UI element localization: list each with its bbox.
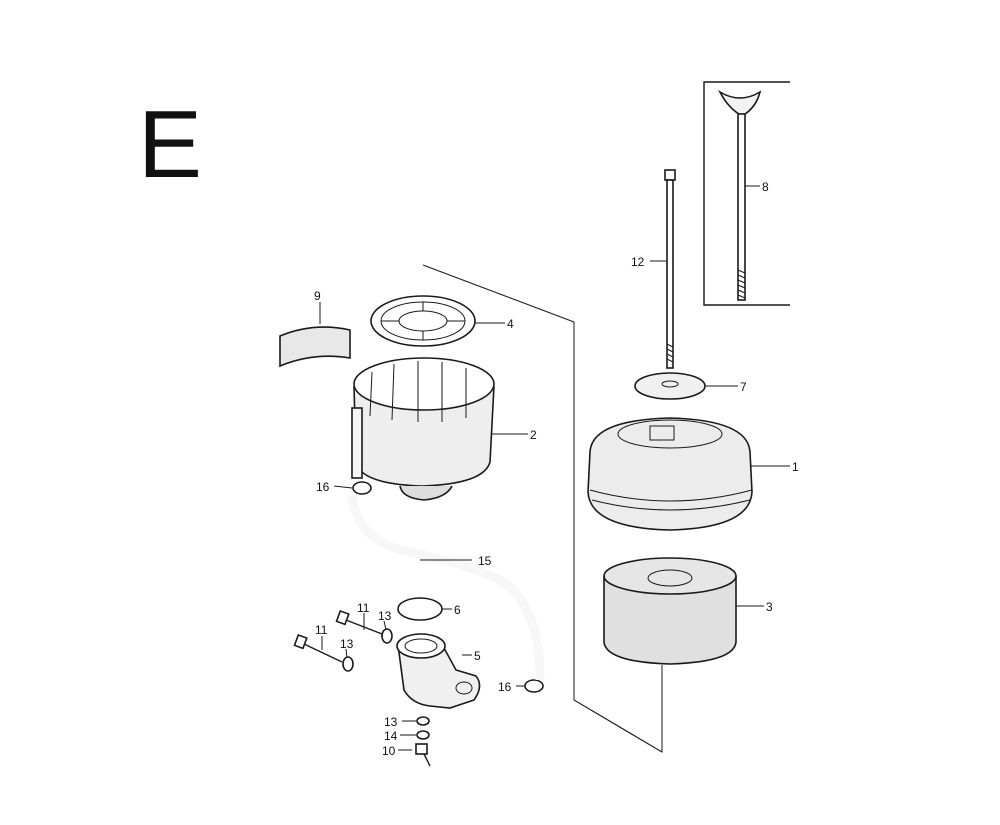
callout-13-upper: 13 <box>378 609 392 623</box>
callout-2: 2 <box>530 428 537 442</box>
part-12-stud <box>664 169 676 369</box>
exploded-view-leader <box>422 264 663 753</box>
inset-frame <box>703 81 790 306</box>
callout-15: 15 <box>478 554 492 568</box>
part-16-clamp-lower <box>524 679 544 693</box>
callout-7: 7 <box>740 380 747 394</box>
part-1-cover <box>587 417 753 531</box>
part-11-bolt-upper <box>335 609 383 635</box>
part-7-washer <box>634 372 706 400</box>
part-13-washer-lower <box>342 656 354 672</box>
callout-13-small: 13 <box>384 715 398 729</box>
part-3-filter-element <box>603 557 737 665</box>
section-letter: E <box>138 91 202 198</box>
callout-5: 5 <box>474 649 481 663</box>
part-8-wing-bolt <box>718 89 762 301</box>
part-16-clamp-upper <box>352 481 372 495</box>
part-6-o-ring <box>397 597 443 621</box>
part-15-hose <box>347 495 545 681</box>
callout-9: 9 <box>314 289 321 303</box>
part-9-pad <box>279 326 351 368</box>
part-4-plate <box>370 295 476 347</box>
callout-6: 6 <box>454 603 461 617</box>
part-2-case <box>351 357 495 501</box>
callout-11-upper: 11 <box>357 601 370 615</box>
callout-16-lower: 16 <box>498 680 512 694</box>
callout-16-upper: 16 <box>316 480 330 494</box>
callout-10: 10 <box>382 744 396 758</box>
callout-14: 14 <box>384 729 398 743</box>
callout-3: 3 <box>766 600 773 614</box>
part-11-bolt-lower <box>293 633 343 663</box>
part-5-elbow <box>396 633 481 709</box>
callout-13-lower: 13 <box>340 637 354 651</box>
callout-4: 4 <box>507 317 514 331</box>
part-13-washer-upper <box>381 628 393 644</box>
leader-lines <box>319 185 790 751</box>
part-10-bolt <box>415 743 431 767</box>
part-14-washer <box>416 730 430 740</box>
callout-12: 12 <box>631 255 645 269</box>
callout-1: 1 <box>792 460 799 474</box>
callout-11-lower: 11 <box>315 623 328 637</box>
callout-8: 8 <box>762 180 769 194</box>
part-13-washer-small <box>416 716 430 726</box>
